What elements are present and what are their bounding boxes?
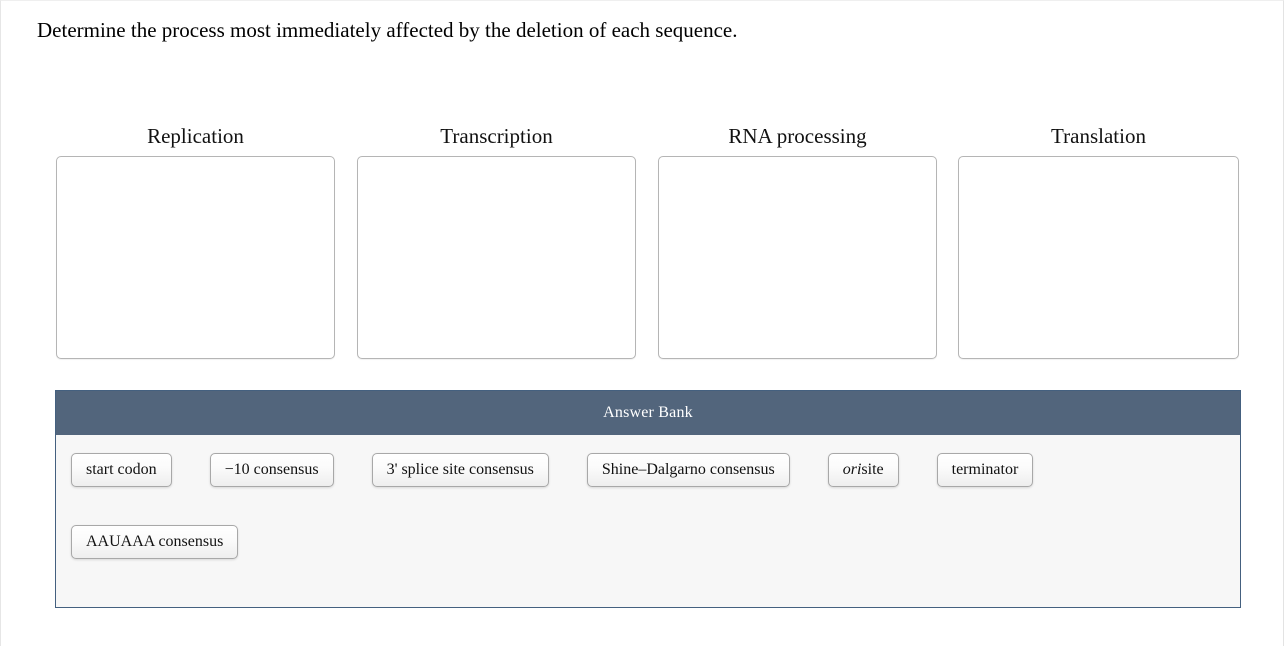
category-column-transcription: Transcription xyxy=(357,123,636,359)
answer-tile-label: start codon xyxy=(86,461,157,478)
dropzone-transcription[interactable] xyxy=(357,156,636,359)
answer-tile[interactable]: terminator xyxy=(936,453,1034,487)
answer-tile[interactable]: AAUAAA consensus xyxy=(71,525,239,559)
category-column-translation: Translation xyxy=(958,123,1239,359)
category-label-replication: Replication xyxy=(147,124,244,148)
answer-bank-body: start codon −10 consensus 3' splice site… xyxy=(56,435,1240,607)
category-label-translation: Translation xyxy=(1051,124,1146,148)
answer-tile[interactable]: Shine–Dalgarno consensus xyxy=(586,453,790,487)
dropzone-replication[interactable] xyxy=(56,156,335,359)
dropzone-translation[interactable] xyxy=(958,156,1239,359)
answer-tile-label: site xyxy=(861,461,884,478)
answer-tile-row: AAUAAA consensus xyxy=(71,525,1225,559)
question-prompt: Determine the process most immediately a… xyxy=(37,18,738,42)
answer-tile-label: terminator xyxy=(951,461,1019,478)
answer-bank-title: Answer Bank xyxy=(56,391,1240,435)
answer-tile[interactable]: 3' splice site consensus xyxy=(371,453,549,487)
answer-tile-label: 3' splice site consensus xyxy=(386,461,534,478)
answer-bank-panel: Answer Bank start codon −10 consensus 3'… xyxy=(55,390,1241,608)
answer-tile-label: −10 consensus xyxy=(224,461,319,478)
category-column-rna-processing: RNA processing xyxy=(658,123,937,359)
category-label-rna-processing: RNA processing xyxy=(728,124,867,148)
answer-tile[interactable]: −10 consensus xyxy=(209,453,334,487)
answer-tile-label: AAUAAA consensus xyxy=(86,533,224,550)
answer-tile[interactable]: start codon xyxy=(71,453,172,487)
dropzone-rna-processing[interactable] xyxy=(658,156,937,359)
answer-tile-label-italic: ori xyxy=(842,461,862,478)
category-columns: Replication Transcription RNA processing… xyxy=(56,123,1241,359)
category-label-transcription: Transcription xyxy=(440,124,553,148)
answer-tile-row: start codon −10 consensus 3' splice site… xyxy=(71,453,1225,487)
answer-tile-label: Shine–Dalgarno consensus xyxy=(601,461,775,478)
answer-tile[interactable]: ori site xyxy=(827,453,899,487)
category-column-replication: Replication xyxy=(56,123,335,359)
